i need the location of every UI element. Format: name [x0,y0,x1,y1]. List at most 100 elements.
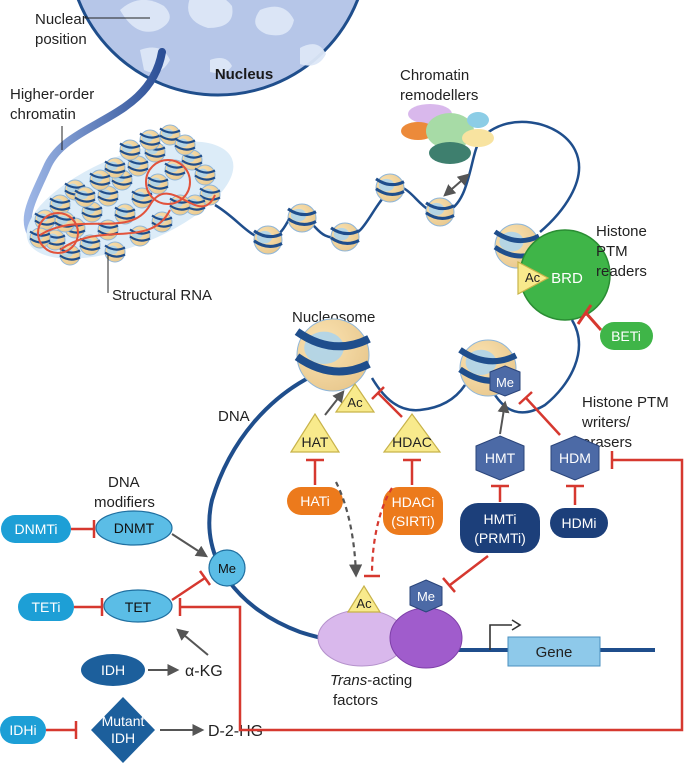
coil-nucleosome [79,234,101,256]
coiled-nucleosomes [29,124,221,266]
d2hg-label: D-2-HG [208,723,263,740]
svg-text:HAT: HAT [302,434,329,450]
dna-modifiers-label: DNA [108,474,140,491]
svg-text:HMT: HMT [485,450,516,466]
hmti-pill [460,503,540,553]
coil-nucleosome [74,186,96,208]
svg-text:HATi: HATi [300,493,330,509]
coil-nucleosome [199,184,221,206]
dnmti-pill [1,515,71,543]
chromatin-remodellers-label-2: remodellers [400,87,478,104]
coil-nucleosome [174,134,196,156]
hdac-inhibits-ac [377,392,403,418]
acetyl-mark-nucleosome [334,382,376,413]
svg-text:HDM: HDM [559,450,591,466]
histone-ptm-writers-erasers-label: Histone PTM [582,394,669,411]
higher-order-chromatin-fibre [23,48,234,266]
chromatin-remodellers-label: Chromatin [400,67,469,84]
dna-methyl-mark [208,549,246,587]
svg-text:TETi: TETi [31,599,60,615]
right-nucleosome [458,339,518,397]
dna-linker [370,377,467,412]
alpha-kg-label: α-KG [185,663,223,680]
svg-text:DNMT: DNMT [114,520,155,536]
fibre-nucleosome [375,173,405,203]
coil-nucleosome [139,129,161,151]
hat-to-trans-ac-arrow [335,481,363,578]
svg-text:(SIRTi): (SIRTi) [391,513,435,529]
hdac-enzyme: HDAC [382,412,442,453]
svg-text:HDMi: HDMi [562,515,597,531]
idhi-pill [0,716,46,744]
chromatin-remodellers-complex [401,104,494,164]
higher-order-chromatin-label: Higher-order [10,86,94,103]
nucleus-label: Nucleus [215,66,273,83]
idh-node [81,654,145,686]
hdm-inhibits-me [525,397,561,436]
tet-node [103,589,173,623]
nuclear-position-label: Nuclear position [35,11,150,48]
coil-nucleosome [147,173,169,195]
fibre-nucleosome [425,197,455,227]
svg-text:DNMTi: DNMTi [14,521,57,537]
svg-text:writers/: writers/ [581,414,631,431]
right-nucleosome-body [458,339,518,397]
akg-to-tet-arrow [176,628,209,656]
svg-text:HDAC: HDAC [392,434,432,450]
svg-text:Me: Me [496,375,514,390]
coil-nucleosome [104,157,126,179]
d2hg-inhibits-hdm [272,458,684,732]
coil-nucleosome [119,139,141,161]
histone-ptm-readers-label: Histone [596,223,647,240]
svg-text:Ac: Ac [525,270,541,285]
svg-text:(PRMTi): (PRMTi) [474,530,526,546]
svg-text:modifiers: modifiers [94,494,155,511]
brd-reader: BRD Ac [493,223,611,321]
svg-text:IDHi: IDHi [9,722,36,738]
dnmt-node [95,510,173,546]
fibre-nucleosome [287,203,317,233]
transcription-start-arrow [489,624,512,650]
svg-text:Mutant: Mutant [102,713,145,729]
hmt-enzyme: HMT [475,435,525,481]
svg-text:IDH: IDH [111,730,135,746]
coil-nucleosome [49,194,71,216]
methyl-mark-trans-factor [409,579,443,613]
beti-inhibition-line [584,312,603,331]
fibre-nucleosome [253,225,283,255]
coil-nucleosome [114,203,136,225]
gene-box: Gene [507,636,601,667]
tet-inhibits-me [171,576,206,602]
d2hg-inhibits-tet [180,605,272,732]
hmti-inhibits-trans-me [449,555,489,586]
svg-text:readers: readers [596,263,647,280]
svg-text:factors: factors [333,692,378,709]
coil-nucleosome [194,164,216,186]
svg-text:IDH: IDH [101,662,125,678]
svg-text:Gene: Gene [536,644,573,661]
fibre-nucleosome [330,222,360,252]
svg-text:Me: Me [417,589,435,604]
hdm-enzyme: HDM [550,435,600,481]
teti-pill [18,593,74,621]
coil-nucleosome [164,159,186,181]
coil-nucleosome [59,244,81,266]
svg-text:Nuclear: Nuclear [35,11,87,28]
svg-text:position: position [35,31,87,48]
hat-to-ac-arrow [324,390,345,416]
svg-text:Ac: Ac [347,395,363,410]
mutant-idh-node [91,697,155,763]
chromatin-fibre-dna [214,120,581,240]
acetyl-mark-trans-factor [346,584,382,613]
higher-order-chromatin-label-2: chromatin [10,106,76,123]
svg-text:BETi: BETi [611,328,641,344]
structural-rna-label: Structural RNA [112,287,212,304]
hat-enzyme: HAT [289,412,341,453]
central-nucleosome [294,318,371,392]
hdmi-pill [550,508,608,538]
svg-text:Ac: Ac [356,596,372,611]
dnmt-to-me-arrow [171,533,209,558]
svg-text:Me: Me [218,561,236,576]
dna-label: DNA [218,408,250,425]
